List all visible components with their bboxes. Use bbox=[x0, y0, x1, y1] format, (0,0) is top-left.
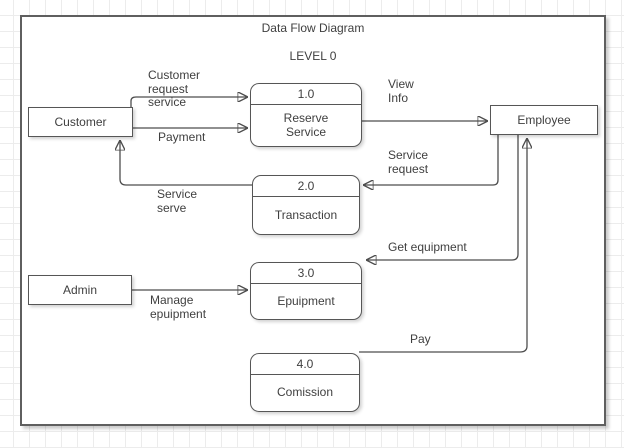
flow-label-manage-epuipment: Manage epuipment bbox=[150, 293, 207, 321]
process-transaction: 2.0 Transaction bbox=[252, 175, 360, 235]
process-epuipment: 3.0 Epuipment bbox=[250, 262, 362, 320]
process-number: 2.0 bbox=[253, 176, 359, 197]
process-name: Comission bbox=[276, 385, 333, 400]
flow-arrow-service-request bbox=[363, 135, 499, 185]
process-number: 3.0 bbox=[251, 263, 361, 284]
flow-label-view-info: View Info bbox=[388, 77, 414, 105]
flow-label-service-request: Service request bbox=[388, 148, 429, 176]
process-name: Transaction bbox=[274, 207, 338, 222]
entity-employee-label: Employee bbox=[517, 113, 571, 127]
entity-employee: Employee bbox=[490, 105, 598, 135]
flow-arrow-pay bbox=[359, 138, 527, 353]
entity-customer: Customer bbox=[28, 107, 133, 137]
flow-label-payment: Payment bbox=[158, 130, 206, 144]
process-number: 4.0 bbox=[251, 354, 359, 375]
flow-label-customer-request-service: Customer request service bbox=[148, 68, 201, 110]
process-reserve-service: 1.0 Reserve Service bbox=[250, 83, 362, 147]
process-name: Epuipment bbox=[277, 293, 335, 308]
process-number: 1.0 bbox=[251, 84, 361, 105]
entity-admin: Admin bbox=[28, 275, 132, 305]
process-comission: 4.0 Comission bbox=[250, 353, 360, 412]
flow-label-get-equipment: Get equipment bbox=[388, 240, 467, 254]
flow-arrow-service-serve bbox=[120, 140, 252, 186]
flow-arrow-get-equipment bbox=[366, 135, 519, 260]
entity-admin-label: Admin bbox=[62, 283, 97, 297]
flow-arrow-customer-request-service bbox=[130, 97, 248, 107]
diagram-title: Data Flow Diagram bbox=[261, 21, 365, 35]
process-name: Reserve Service bbox=[283, 110, 329, 139]
entity-customer-label: Customer bbox=[54, 115, 107, 129]
diagram-level-label: LEVEL 0 bbox=[289, 49, 337, 63]
flow-label-pay: Pay bbox=[410, 332, 431, 346]
flow-label-service-serve: Service serve bbox=[157, 187, 198, 215]
